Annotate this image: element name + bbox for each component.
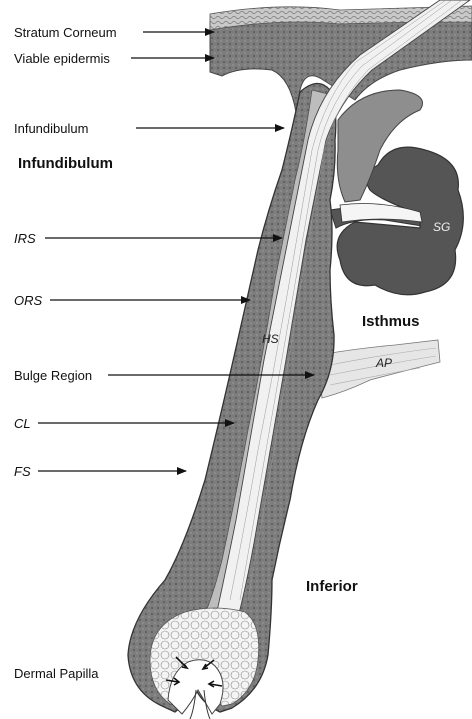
label-bulge-region: Bulge Region	[14, 368, 92, 383]
label-viable-epidermis: Viable epidermis	[14, 51, 110, 66]
label-sg: SG	[433, 220, 450, 234]
region-infundibulum: Infundibulum	[18, 155, 113, 172]
label-dermal-papilla: Dermal Papilla	[14, 666, 99, 681]
label-hs: HS	[262, 332, 279, 346]
label-fs: FS	[14, 464, 31, 479]
label-ap: AP	[376, 356, 392, 370]
region-inferior: Inferior	[306, 578, 358, 595]
label-irs: IRS	[14, 231, 36, 246]
region-isthmus: Isthmus	[362, 313, 420, 330]
label-stratum-corneum: Stratum Corneum	[14, 25, 117, 40]
label-infundibulum: Infundibulum	[14, 121, 88, 136]
label-cl: CL	[14, 416, 31, 431]
label-ors: ORS	[14, 293, 42, 308]
